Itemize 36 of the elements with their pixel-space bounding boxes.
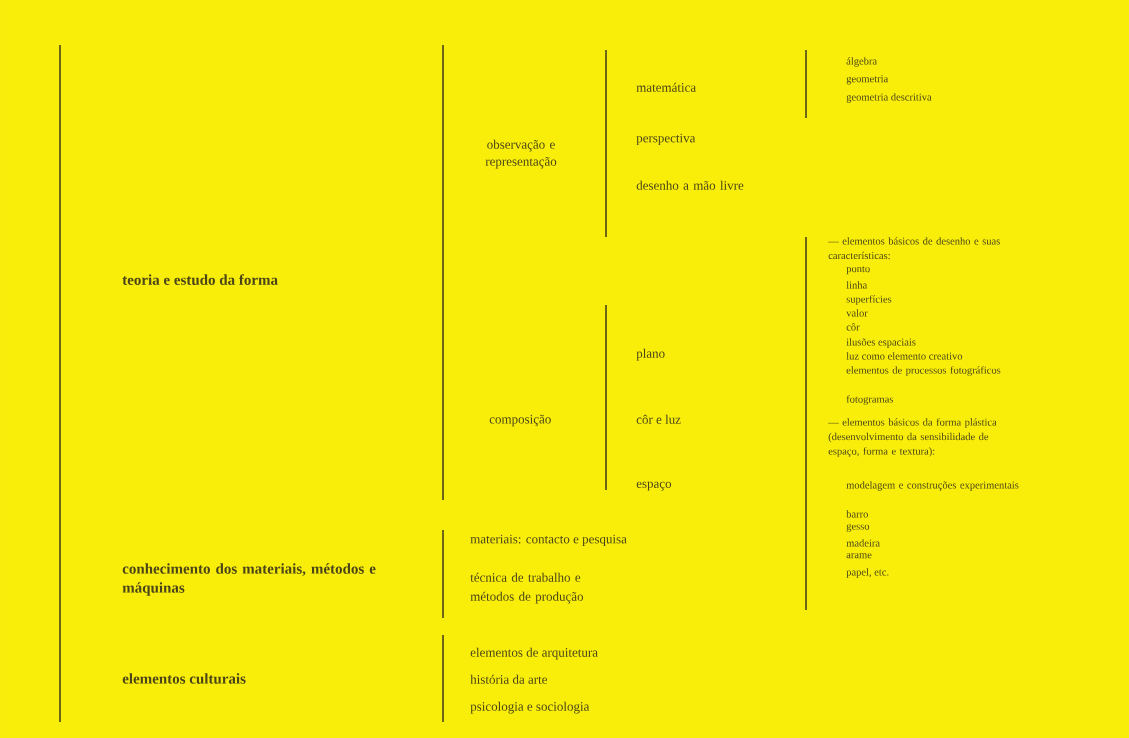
category-text: história da arte (470, 674, 547, 684)
item-text: superfícies (846, 295, 892, 305)
item-text: papel, etc. (846, 568, 889, 578)
item-text: madeira (846, 539, 880, 547)
category-text: observação e representação (485, 139, 557, 169)
item-text: álgebra (846, 57, 877, 67)
category-text: espaço (636, 481, 672, 491)
category-text: técnica de trabalho e métodos de produção (470, 572, 584, 604)
item-text: ponto (846, 266, 870, 275)
category-text: psicologia e sociologia (470, 701, 590, 714)
item-text: côr (846, 323, 860, 331)
item-text: modelagem e construções experimentais (846, 481, 1019, 491)
heading-text: conhecimento dos materiais, métodos e máquinas (122, 563, 376, 596)
item-text: geometria descritiva (846, 93, 932, 103)
item-text: elementos de processos fotográficos (846, 366, 1001, 376)
item-text: arame (846, 553, 872, 559)
item-text: — elementos básicos da forma plástica (desenvolvimento da sensibilidade de espaço, forma e textura): (828, 418, 997, 457)
item-text: barro (846, 510, 868, 518)
category-text: composição (489, 414, 551, 427)
item-text: fotogramas (846, 395, 894, 405)
category-text: plano (636, 348, 665, 361)
item-text: — elementos básicos de desenho e suas características: (828, 237, 1000, 260)
heading-text: teoria e estudo da forma (122, 274, 278, 285)
item-text: ilusões espaciais (846, 338, 916, 348)
item-text: gesso (846, 524, 870, 532)
category-text: perspectiva (636, 133, 696, 146)
heading-text: elementos culturais (122, 673, 246, 684)
item-text: linha (846, 281, 868, 289)
category-text: desenho a mão livre (636, 180, 744, 190)
category-text: elementos de arquitetura (470, 647, 598, 660)
category-text: materiais: contacto e pesquisa (470, 534, 627, 547)
item-text: geometria (846, 75, 889, 85)
category-text: côr e luz (636, 414, 681, 424)
item-text: luz como elemento creativo (846, 352, 963, 360)
item-text: valor (846, 309, 868, 317)
category-text: matemática (636, 82, 696, 92)
